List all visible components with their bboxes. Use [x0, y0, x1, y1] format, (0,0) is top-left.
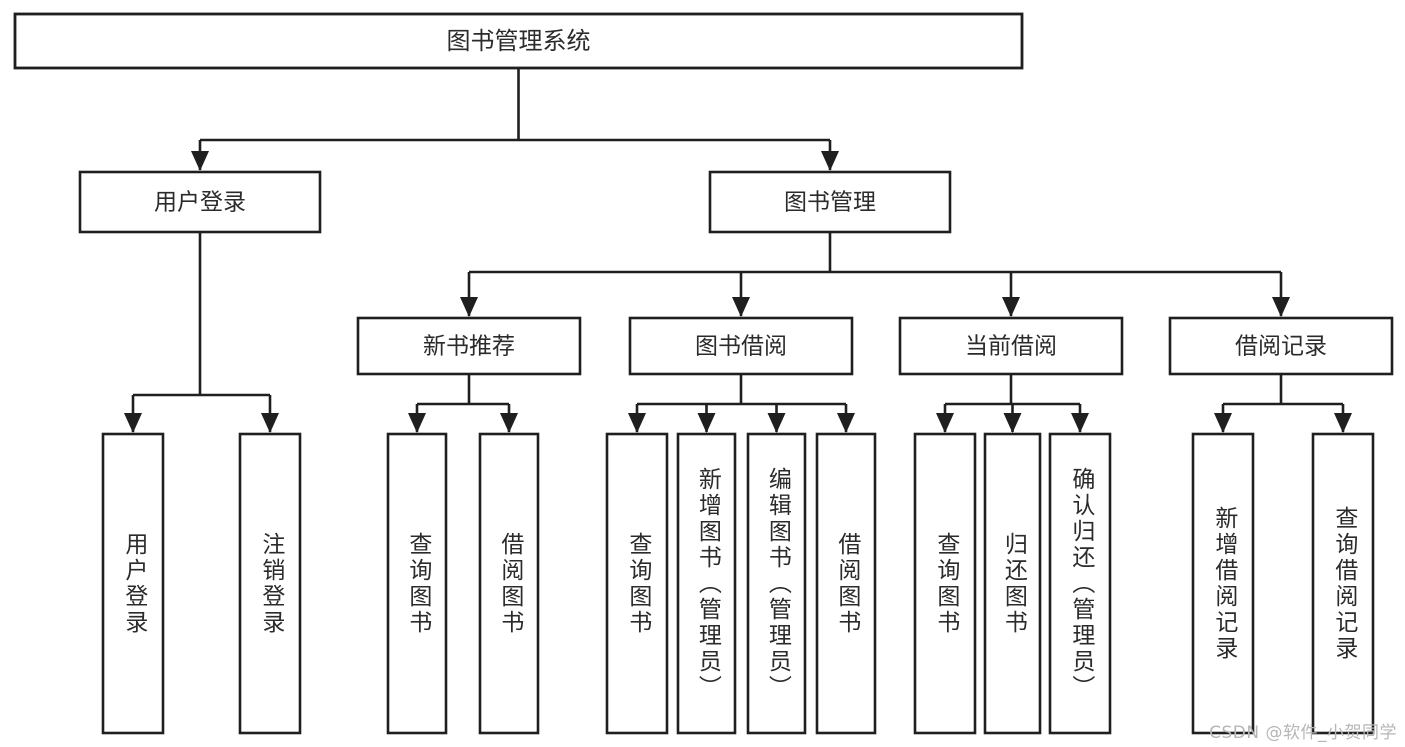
node-book-manage-label: 图书管理 [784, 190, 876, 216]
node-leaf-return-book[interactable] [983, 432, 1042, 735]
arrow-head-icon [628, 413, 646, 433]
node-new-book-recommend-label: 新书推荐 [423, 334, 515, 360]
node-user-login[interactable] [78, 170, 322, 234]
node-book-borrow-label: 图书借阅 [695, 334, 787, 360]
arrow-head-icon [697, 413, 716, 433]
node-leaf-query-book-2[interactable] [605, 432, 669, 735]
node-current-borrow-label: 当前借阅 [965, 334, 1057, 360]
node-new-book-recommend[interactable] [356, 316, 582, 376]
arrow-head-icon [124, 413, 142, 433]
node-leaf-user-login[interactable] [101, 432, 165, 735]
node-leaf-edit-book[interactable] [746, 432, 807, 735]
watermark: CSDN @软件_小贺同学 [1209, 723, 1397, 743]
arrow-head-icon [837, 413, 855, 433]
node-root-label: 图书管理系统 [447, 27, 591, 55]
node-leaf-add-book[interactable] [676, 432, 737, 735]
arrow-head-icon [732, 297, 750, 317]
arrow-head-icon [1071, 413, 1089, 433]
arrow-head-icon [767, 413, 786, 433]
node-leaf-confirm-return[interactable] [1048, 432, 1112, 735]
node-book-borrow[interactable] [628, 316, 854, 376]
node-borrow-record[interactable] [1168, 316, 1394, 376]
node-leaf-query-record[interactable] [1311, 432, 1375, 735]
node-leaf-borrow-book-2[interactable] [815, 432, 877, 735]
arrow-head-icon [261, 413, 279, 433]
arrow-head-icon [821, 151, 839, 171]
node-root[interactable] [13, 12, 1024, 70]
node-current-borrow[interactable] [898, 316, 1124, 376]
arrow-head-icon [408, 413, 426, 433]
node-book-manage[interactable] [708, 170, 952, 234]
node-leaf-borrow-book-1[interactable] [478, 432, 540, 735]
arrow-head-icon [1334, 413, 1352, 433]
arrow-head-icon [1272, 297, 1290, 317]
arrow-head-icon [191, 151, 209, 171]
arrow-head-icon [1214, 413, 1232, 433]
node-leaf-add-record[interactable] [1191, 432, 1255, 735]
edges-layer [124, 68, 1352, 433]
arrow-head-icon [1003, 413, 1022, 433]
node-leaf-user-logout[interactable] [238, 432, 302, 735]
node-user-login-label: 用户登录 [154, 190, 246, 216]
arrow-head-icon [500, 413, 518, 433]
node-leaf-query-book-3[interactable] [913, 432, 977, 735]
arrow-head-icon [936, 413, 954, 433]
node-leaf-query-book-1[interactable] [386, 432, 448, 735]
node-borrow-record-label: 借阅记录 [1235, 334, 1327, 360]
arrow-head-icon [1002, 297, 1020, 317]
arrow-head-icon [460, 297, 478, 317]
